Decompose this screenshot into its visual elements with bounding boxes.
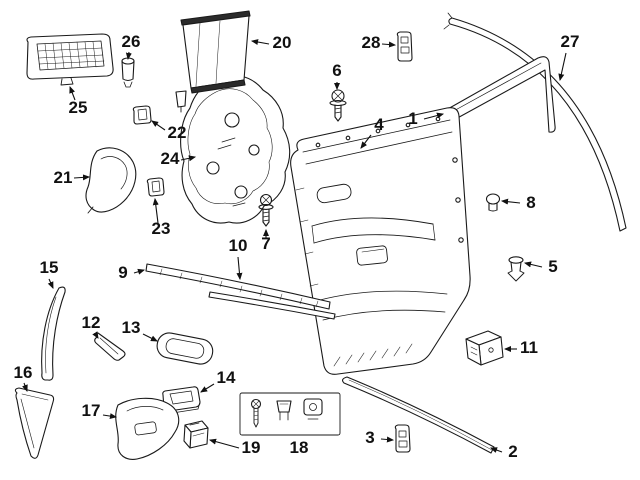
callout-label-1: 1 bbox=[408, 109, 417, 128]
callout-label-22: 22 bbox=[168, 123, 187, 142]
callout-label-6: 6 bbox=[332, 61, 341, 80]
callout-arrow-4 bbox=[360, 134, 372, 149]
callout-label-18: 18 bbox=[290, 438, 309, 457]
callout-arrow-1 bbox=[423, 112, 445, 120]
part-2-sill-strip bbox=[342, 376, 495, 454]
callout-label-24: 24 bbox=[161, 149, 180, 168]
callout-label-19: 19 bbox=[242, 438, 261, 457]
part-23-clip bbox=[146, 177, 165, 197]
callout-arrow-9 bbox=[133, 268, 146, 275]
part-21-door-pull-handle bbox=[85, 147, 137, 214]
callout-label-7: 7 bbox=[261, 234, 270, 253]
callout-arrow-10 bbox=[236, 256, 243, 281]
callout-arrow-26 bbox=[125, 51, 132, 61]
callout-arrow-8 bbox=[500, 198, 521, 205]
callout-label-26: 26 bbox=[122, 32, 141, 51]
callout-label-12: 12 bbox=[82, 313, 101, 332]
part-7-screw bbox=[258, 193, 274, 227]
callout-label-16: 16 bbox=[14, 363, 33, 382]
callout-label-5: 5 bbox=[548, 257, 557, 276]
callout-label-14: 14 bbox=[217, 368, 236, 387]
part-24-door-carrier-panel bbox=[180, 74, 291, 224]
callout-arrow-20 bbox=[250, 39, 270, 46]
callout-arrow-25 bbox=[69, 85, 76, 101]
callout-label-28: 28 bbox=[362, 33, 381, 52]
part-4-door-trim-panel bbox=[290, 107, 471, 375]
part-18-fastener-kit bbox=[239, 392, 341, 436]
part-9-10-door-trim-strips bbox=[145, 263, 336, 320]
callout-label-21: 21 bbox=[54, 168, 73, 187]
callout-arrow-5 bbox=[523, 261, 543, 268]
callout-arrow-24 bbox=[180, 155, 197, 162]
callout-arrow-13 bbox=[142, 333, 158, 342]
callout-arrow-22 bbox=[151, 120, 166, 131]
part-17-armrest-piece bbox=[115, 397, 180, 460]
part-3-clip bbox=[394, 424, 411, 453]
callout-arrow-21 bbox=[73, 174, 91, 181]
part-8-grommet bbox=[485, 193, 501, 212]
callout-arrow-19 bbox=[208, 438, 240, 449]
part-20-roller-sun-blind bbox=[175, 10, 251, 113]
part-5-expanding-rivet bbox=[507, 256, 525, 282]
part-25-interior-light-cover bbox=[26, 33, 114, 86]
callout-label-23: 23 bbox=[152, 219, 171, 238]
part-11-bracket bbox=[465, 330, 504, 366]
callout-label-11: 11 bbox=[520, 338, 538, 357]
callout-label-2: 2 bbox=[508, 442, 517, 461]
callout-label-13: 13 bbox=[122, 318, 141, 337]
callout-arrow-12 bbox=[92, 331, 99, 339]
callout-arrow-28 bbox=[381, 41, 397, 48]
callout-arrow-17 bbox=[102, 413, 118, 420]
part-13-handle-surround bbox=[156, 332, 214, 365]
callout-label-20: 20 bbox=[273, 33, 292, 52]
part-16-sail-trim bbox=[14, 387, 55, 459]
part-22-clip bbox=[132, 105, 152, 125]
callout-arrow-3 bbox=[380, 436, 395, 443]
callout-label-9: 9 bbox=[118, 263, 127, 282]
part-19-window-switch bbox=[183, 420, 209, 449]
callout-label-8: 8 bbox=[526, 193, 535, 212]
callout-label-4: 4 bbox=[374, 115, 384, 134]
callout-arrow-27 bbox=[558, 52, 567, 82]
callout-arrow-16 bbox=[22, 382, 28, 393]
callout-arrow-15 bbox=[47, 278, 54, 289]
callout-arrow-2 bbox=[489, 447, 503, 453]
callout-arrow-14 bbox=[200, 383, 215, 393]
part-26-spacer-clip bbox=[121, 57, 135, 88]
part-15-trim-blade bbox=[41, 286, 66, 381]
callout-arrow-23 bbox=[152, 197, 159, 224]
part-28-clip bbox=[396, 31, 413, 62]
callout-label-15: 15 bbox=[40, 258, 59, 277]
callout-label-10: 10 bbox=[229, 236, 248, 255]
part-6-screw bbox=[329, 89, 347, 122]
callout-label-25: 25 bbox=[69, 98, 88, 117]
callout-label-3: 3 bbox=[365, 428, 374, 447]
callout-label-17: 17 bbox=[82, 401, 101, 420]
callout-label-27: 27 bbox=[561, 32, 580, 51]
